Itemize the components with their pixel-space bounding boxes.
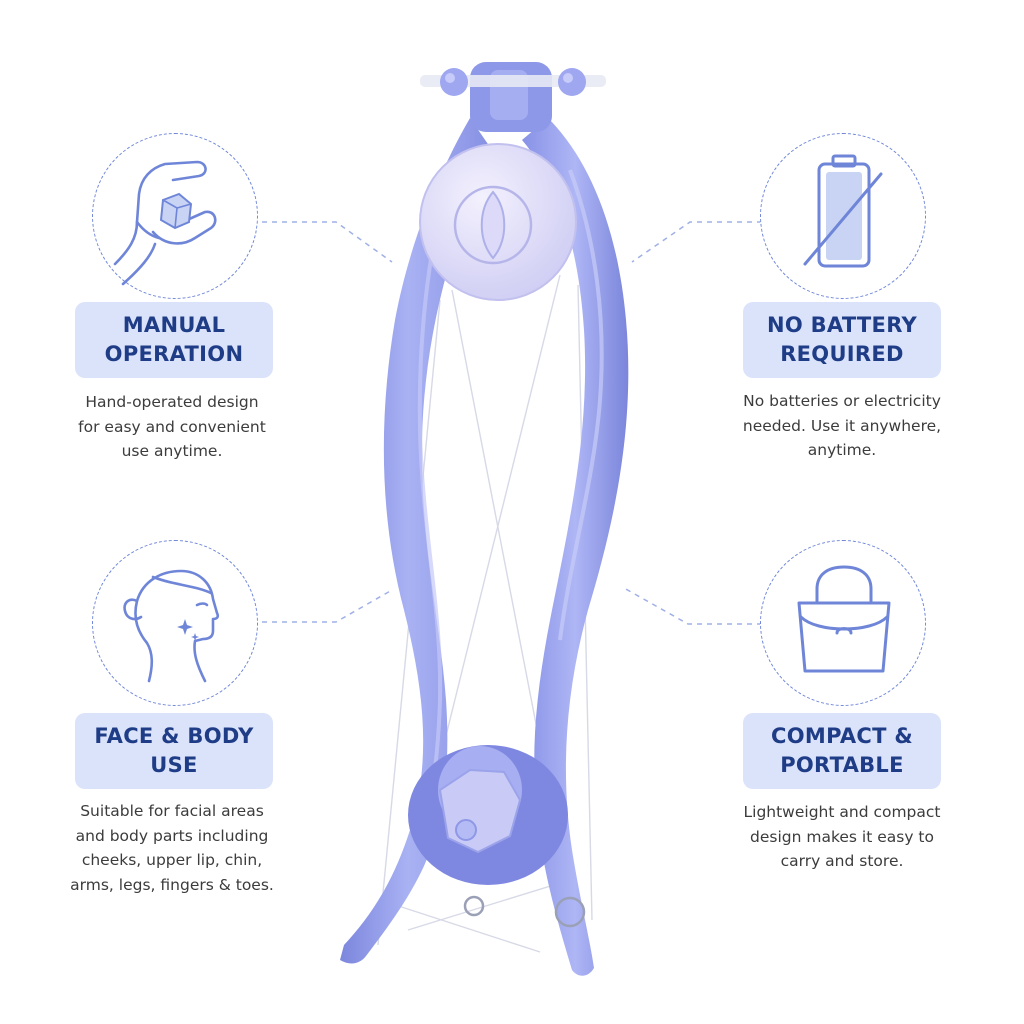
connector-top-right [631, 221, 762, 263]
left-arm [340, 118, 492, 964]
feature-description-face-body: Suitable for facial areas and body parts… [70, 802, 274, 894]
feature-title-pill-manual: MANUAL OPERATION [75, 302, 273, 378]
feature-description-battery: No batteries or electricity needed. Use … [742, 392, 942, 459]
feature-icon-circle-battery [760, 133, 926, 299]
feature-description-manual: Hand-operated design for easy and conven… [78, 393, 266, 460]
feature-title-battery: NO BATTERY REQUIRED [766, 313, 918, 366]
battery-crossed-icon [803, 154, 883, 268]
face-profile-icon [123, 569, 220, 683]
feature-title-portable: COMPACT & PORTABLE [771, 724, 913, 777]
handbag-icon [797, 565, 891, 673]
feature-title-manual: MANUAL OPERATION [104, 313, 244, 366]
hand-pinching-icon [113, 160, 217, 286]
feature-icon-circle-manual [92, 133, 258, 299]
feature-title-pill-face-body: FACE & BODY USE [75, 713, 273, 789]
feature-title-pill-battery: NO BATTERY REQUIRED [743, 302, 941, 378]
feature-icon-circle-portable [760, 540, 926, 706]
connector-bottom-right [623, 587, 762, 625]
feature-title-face-body: FACE & BODY USE [94, 724, 254, 777]
feature-icon-circle-face-body [92, 540, 258, 706]
connector-top-left [262, 221, 393, 263]
feature-title-pill-portable: COMPACT & PORTABLE [743, 713, 941, 789]
connector-bottom-left [262, 589, 393, 623]
feature-description-portable: Lightweight and compact design makes it … [743, 803, 941, 870]
